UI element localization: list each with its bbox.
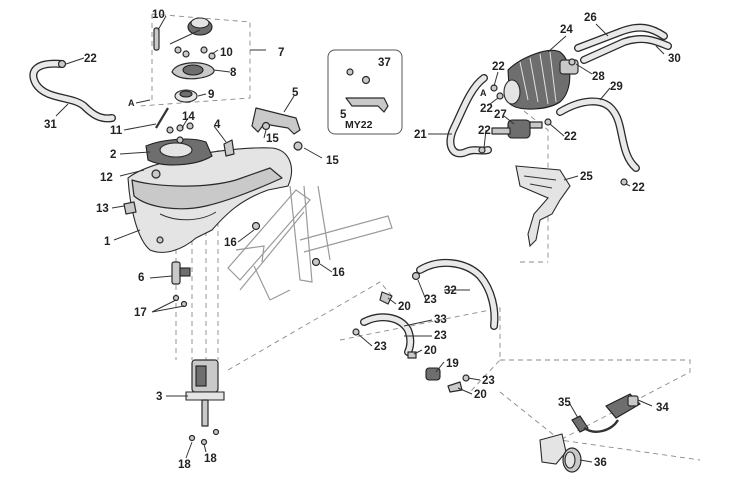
callout-23-top: 23 (424, 294, 437, 306)
callout-7: 7 (278, 47, 284, 59)
callout-34: 34 (656, 402, 669, 414)
inset-my22: MY22 37 5 (327, 49, 403, 135)
callout-20-bottom: 20 (474, 389, 487, 401)
callout-4: 4 (214, 119, 221, 131)
bolts-11-14 (155, 107, 194, 144)
hose-26 (574, 23, 668, 52)
callout-35: 35 (558, 397, 571, 409)
hose-33 (360, 313, 415, 356)
callout-1: 1 (104, 236, 111, 248)
callout-36: 36 (594, 457, 607, 469)
valve-27 (478, 58, 628, 186)
callout-23-mid: 23 (434, 330, 447, 342)
callout-3: 3 (156, 391, 162, 403)
screw-4 (223, 139, 235, 157)
callout-22-left: 22 (84, 53, 97, 65)
callout-22-canister-top: 22 (492, 61, 505, 73)
callout-20-top: 20 (398, 301, 411, 313)
callout-9: 9 (208, 89, 214, 101)
callout-29: 29 (610, 81, 623, 93)
mount-36 (539, 433, 582, 473)
bolt-16b (311, 257, 321, 267)
hose-29 (556, 97, 640, 172)
motorcycle-frame (227, 185, 393, 301)
callout-22-hose: 22 (564, 131, 577, 143)
clip-13 (123, 201, 137, 215)
callout-30: 30 (668, 53, 681, 65)
callout-6: 6 (138, 272, 144, 284)
callout-inset-5: 5 (340, 109, 347, 121)
callout-24: 24 (560, 24, 573, 36)
callout-20-mid: 20 (424, 345, 437, 357)
callout-25: 25 (580, 171, 593, 183)
callout-12: 12 (100, 172, 113, 184)
callout-16-left: 16 (224, 237, 237, 249)
callout-28: 28 (592, 71, 605, 83)
callout-33: 33 (434, 314, 447, 326)
fittings-center (352, 271, 470, 393)
leader-lines (55, 15, 665, 463)
reference-letter-a-left: A (128, 98, 135, 108)
callout-15-lower: 15 (326, 155, 339, 167)
connector-35 (571, 415, 620, 433)
callout-8: 8 (230, 67, 237, 79)
fuel-pump-3 (185, 359, 225, 446)
callout-16-right: 16 (332, 267, 345, 279)
hose-21 (446, 74, 492, 158)
hose-31 (29, 59, 116, 123)
fuel-cap-assembly (153, 17, 216, 103)
canister-24 (503, 50, 579, 110)
callout-31: 31 (44, 119, 57, 131)
callout-23-left: 23 (374, 341, 387, 353)
callout-13: 13 (96, 203, 109, 215)
callout-21: 21 (414, 129, 427, 141)
callout-15-upper: 15 (266, 133, 279, 145)
callout-10-right: 10 (220, 47, 233, 59)
callout-2: 2 (110, 149, 116, 161)
callout-14: 14 (182, 111, 195, 123)
callout-inset-37: 37 (378, 57, 391, 69)
callout-23-bottom: 23 (482, 375, 495, 387)
callout-numbers: 22 31 10 10 7 8 9 11 14 4 5 15 15 2 12 1… (44, 9, 681, 471)
callout-32: 32 (444, 285, 457, 297)
callout-22-canister-mid: 22 (480, 103, 493, 115)
callout-27: 27 (494, 109, 507, 121)
fuel-sensor-6 (171, 261, 191, 308)
callout-22-right: 22 (632, 182, 645, 194)
hose-32 (416, 258, 499, 330)
callout-18-right: 18 (204, 453, 217, 465)
callout-19: 19 (446, 358, 459, 370)
bracket-5 (251, 107, 303, 151)
callout-11: 11 (110, 125, 123, 137)
callout-10-left: 10 (152, 9, 165, 21)
callout-26: 26 (584, 12, 597, 24)
bolt-16a (251, 221, 261, 231)
callout-5: 5 (292, 87, 299, 99)
inset-model-label: MY22 (345, 119, 373, 131)
callout-22-valve: 22 (478, 125, 491, 137)
callout-17: 17 (134, 307, 147, 319)
hose-30 (580, 35, 672, 64)
bracket-25 (515, 165, 571, 248)
callout-18-left: 18 (178, 459, 191, 471)
reference-letter-a-right: A (480, 88, 487, 98)
sensor-34 (605, 393, 641, 419)
fuel-tank (127, 138, 292, 253)
